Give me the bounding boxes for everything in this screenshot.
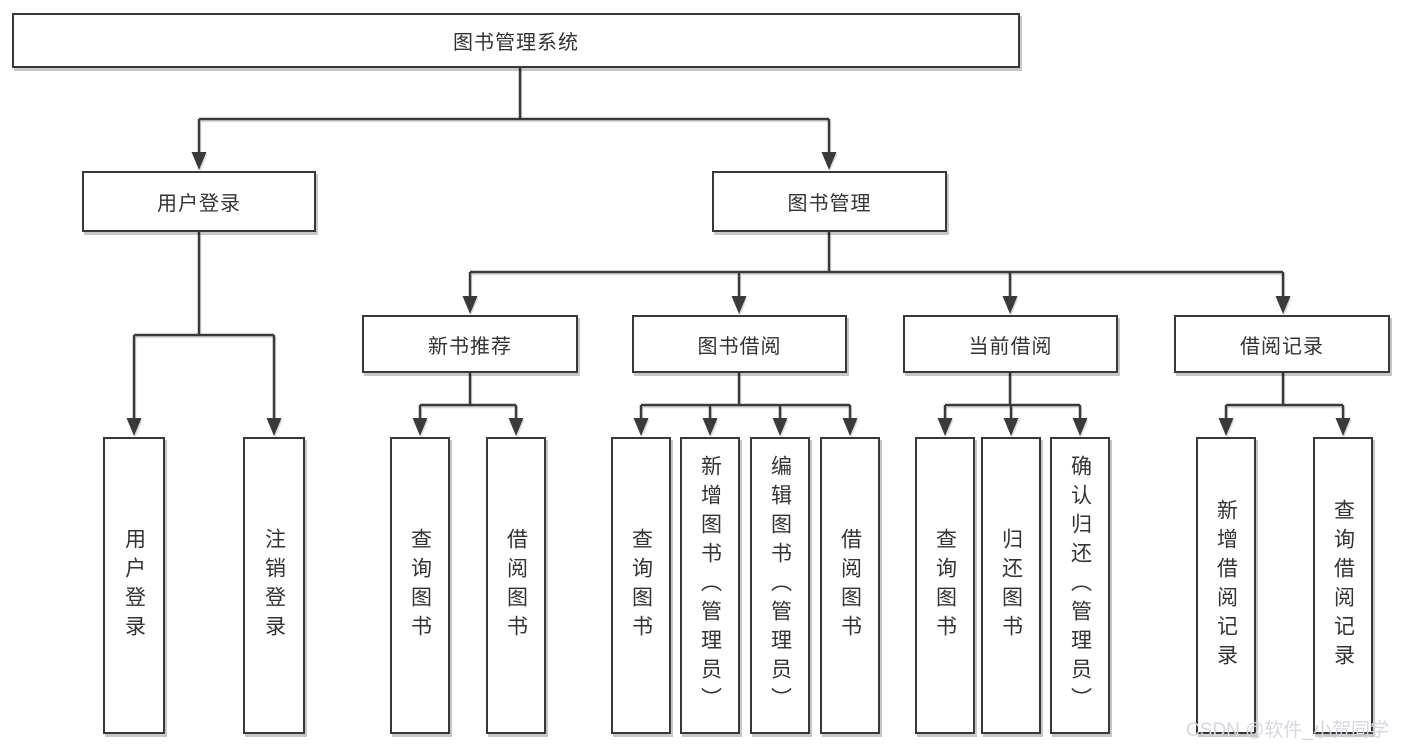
leaf-edit-books-admin: 编辑图书（管理员） — [750, 437, 810, 734]
leaf-borrow-books-recommend: 借阅图书 — [486, 437, 546, 734]
connector-newbooks-leaves — [418, 373, 518, 419]
connector-bookmgmt-l3 — [468, 232, 1285, 297]
leaf-query-books-borrowing: 查询图书 — [611, 437, 671, 734]
node-label: 注销登录 — [262, 527, 286, 644]
node-label: 图书管理 — [787, 193, 872, 215]
node-book-management: 图书管理 — [712, 171, 947, 232]
node-label: 确认归还（管理员） — [1068, 455, 1092, 716]
node-label: 查询借阅记录 — [1331, 498, 1355, 673]
leaf-logout: 注销登录 — [243, 437, 305, 734]
node-label: 查询图书 — [408, 527, 432, 644]
node-label: 查询图书 — [629, 527, 653, 644]
connector-userlogin-leaves — [132, 232, 276, 419]
leaf-query-books-recommend: 查询图书 — [390, 437, 450, 734]
node-label: 借阅图书 — [504, 527, 528, 644]
connector-current-leaves — [943, 373, 1082, 419]
connector-root-l2 — [197, 68, 831, 153]
node-label: 图书管理系统 — [453, 32, 579, 54]
node-label: 图书借阅 — [697, 335, 782, 358]
node-label: 当前借阅 — [968, 335, 1053, 358]
node-label: 新增图书（管理员） — [698, 455, 722, 716]
node-label: 新书推荐 — [428, 335, 512, 358]
node-label: 用户登录 — [157, 193, 241, 215]
connector-records-leaves — [1224, 373, 1345, 419]
node-label: 新增借阅记录 — [1214, 498, 1238, 673]
node-book-management-system: 图书管理系统 — [12, 13, 1020, 68]
csdn-watermark: CSDN @软件_小贺同学 — [1186, 720, 1389, 741]
node-user-login: 用户登录 — [82, 171, 316, 232]
node-label: 借阅图书 — [838, 527, 862, 644]
node-current-borrowing: 当前借阅 — [903, 315, 1118, 373]
leaf-add-borrow-record: 新增借阅记录 — [1196, 437, 1256, 734]
leaf-confirm-return-admin: 确认归还（管理员） — [1050, 437, 1110, 734]
node-label: 归还图书 — [999, 527, 1023, 644]
node-new-book-recommendation: 新书推荐 — [362, 315, 578, 373]
node-borrowing-records: 借阅记录 — [1174, 315, 1390, 373]
leaf-borrow-books-borrowing: 借阅图书 — [820, 437, 880, 734]
arrowheads — [126, 152, 1351, 436]
leaf-user-login: 用户登录 — [103, 437, 165, 734]
leaf-return-books: 归还图书 — [981, 437, 1041, 734]
node-book-borrowing: 图书借阅 — [632, 315, 847, 373]
node-label: 查询图书 — [933, 527, 957, 644]
leaf-query-books-current: 查询图书 — [915, 437, 975, 734]
leaf-query-borrow-record: 查询借阅记录 — [1313, 437, 1373, 734]
connector-borrowing-leaves — [639, 373, 852, 419]
node-label: 借阅记录 — [1240, 335, 1324, 358]
node-label: 用户登录 — [122, 527, 146, 644]
node-label: 编辑图书（管理员） — [768, 455, 792, 716]
leaf-add-books-admin: 新增图书（管理员） — [680, 437, 740, 734]
